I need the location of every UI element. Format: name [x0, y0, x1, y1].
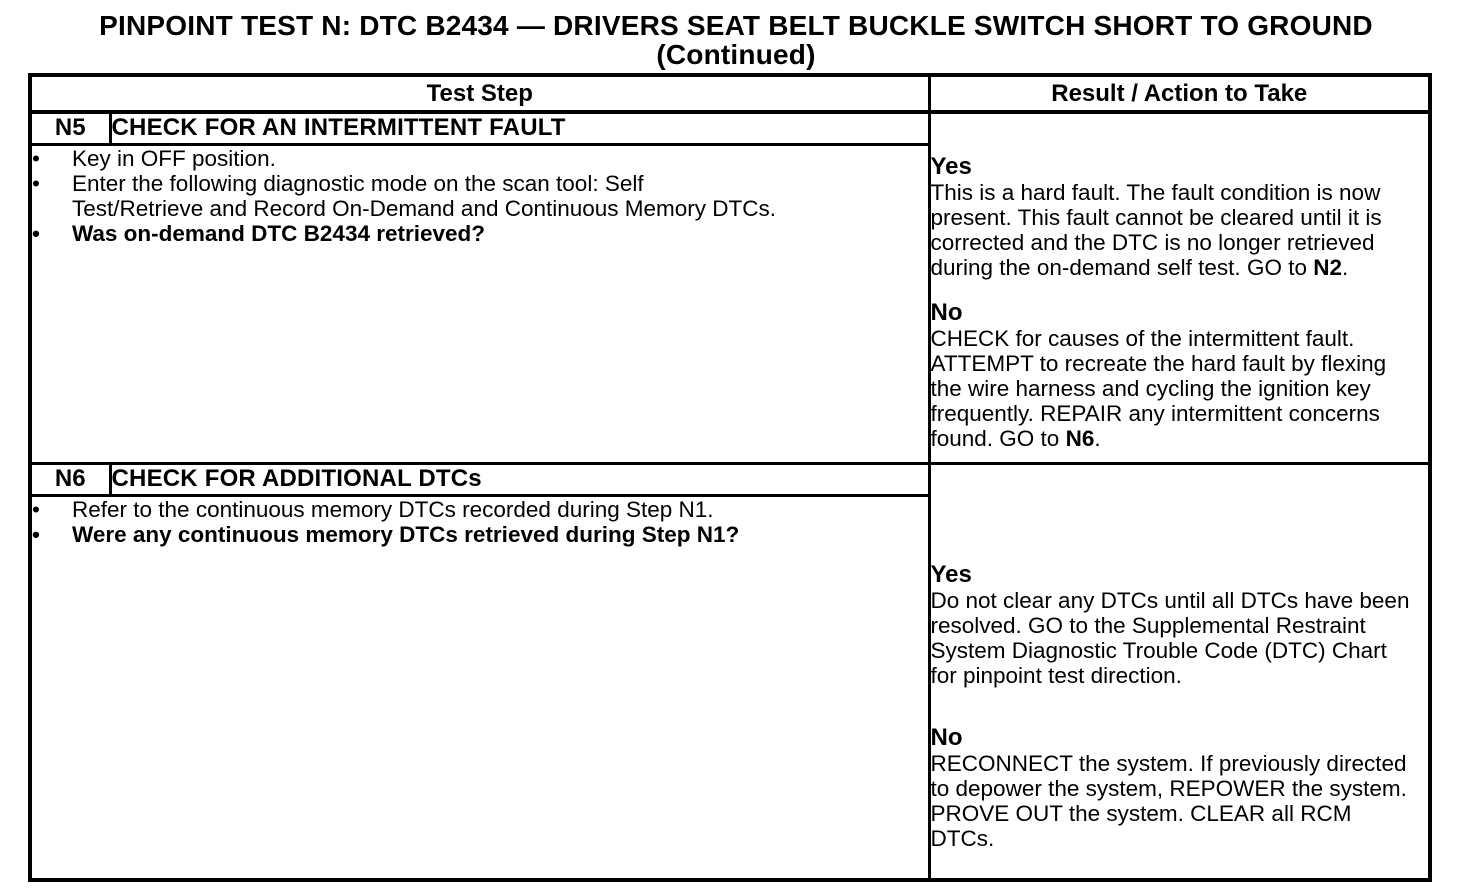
column-header-test-step: Test Step [28, 73, 931, 114]
page-title-line2: (Continued) [656, 39, 816, 70]
no-block-n6: No RECONNECT the system. If previously d… [931, 724, 1429, 851]
list-item: • Was on-demand DTC B2434 retrieved? [32, 221, 928, 246]
go-to-ref-n2: N2 [1313, 255, 1342, 280]
step-title-n6: CHECK FOR ADDITIONAL DTCs [108, 461, 931, 497]
bullet-text: Key in OFF position. [72, 145, 276, 171]
list-item: • Enter the following diagnostic mode on… [32, 171, 928, 221]
list-item: • Key in OFF position. [32, 146, 928, 171]
bullet-text: Refer to the continuous memory DTCs reco… [72, 496, 714, 522]
go-to-ref-n6: N6 [1065, 426, 1095, 451]
list-item: • Were any continuous memory DTCs retrie… [32, 522, 928, 547]
bullet-text: Enter the following diagnostic mode on t… [72, 170, 777, 221]
no-label: No [930, 723, 963, 751]
yes-label: Yes [930, 153, 972, 180]
table-row-n6-body: • Refer to the continuous memory DTCs re… [28, 493, 1430, 882]
step-title-n5: CHECK FOR AN INTERMITTENT FAULT [108, 110, 931, 146]
test-step-detail-n5: • Key in OFF position. • Enter the follo… [28, 142, 931, 465]
list-item: • Refer to the continuous memory DTCs re… [32, 497, 928, 522]
step-id-n6: N6 [28, 461, 112, 497]
column-header-result: Result / Action to Take [927, 73, 1432, 114]
no-text: RECONNECT the system. If previously dire… [930, 750, 1407, 851]
result-cell-n5: Yes This is a hard fault. The fault cond… [927, 110, 1432, 465]
result-cell-n6: Yes Do not clear any DTCs until all DTCs… [927, 461, 1432, 882]
bullet-icon: • [32, 170, 40, 196]
yes-block-n6: Yes Do not clear any DTCs until all DTCs… [931, 561, 1429, 688]
no-text: CHECK for causes of the intermittent fau… [930, 326, 1387, 451]
table-row-n5-body: • Key in OFF position. • Enter the follo… [28, 142, 1430, 465]
pinpoint-test-table: Test Step Result / Action to Take N5 CHE… [28, 73, 1432, 882]
no-label: No [930, 299, 963, 326]
table-row-n6-title: N6 CHECK FOR ADDITIONAL DTCs Yes Do not … [28, 461, 1432, 882]
bullet-text-question: Were any continuous memory DTCs retrieve… [72, 521, 740, 547]
yes-label: Yes [930, 560, 972, 588]
yes-text: This is a hard fault. The fault conditio… [930, 180, 1382, 280]
bullet-text-question: Was on-demand DTC B2434 retrieved? [72, 220, 486, 246]
table-row-n5-title: N5 CHECK FOR AN INTERMITTENT FAULT Yes T… [28, 110, 1432, 465]
page-title-line1: PINPOINT TEST N: DTC B2434 — DRIVERS SEA… [99, 10, 1373, 41]
no-block-n5: No CHECK for causes of the intermittent … [931, 299, 1429, 451]
table-header-row: Test Step Result / Action to Take [28, 73, 1432, 114]
bullet-icon: • [32, 220, 40, 246]
bullet-icon: • [32, 145, 40, 171]
page-title: PINPOINT TEST N: DTC B2434 — DRIVERS SEA… [0, 0, 1472, 69]
yes-text: Do not clear any DTCs until all DTCs hav… [930, 587, 1410, 688]
yes-block-n5: Yes This is a hard fault. The fault cond… [931, 153, 1429, 280]
bullet-icon: • [32, 521, 40, 547]
step-id-n5: N5 [28, 110, 112, 146]
bullet-icon: • [32, 496, 40, 522]
test-step-detail-n6: • Refer to the continuous memory DTCs re… [28, 493, 931, 882]
